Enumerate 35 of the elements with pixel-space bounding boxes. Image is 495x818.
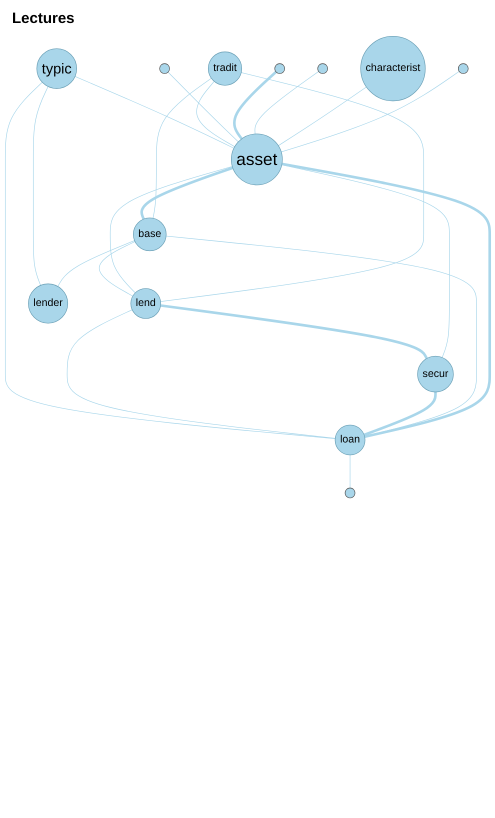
connector — [66, 309, 336, 439]
connector — [168, 72, 239, 142]
connector — [254, 71, 319, 134]
node-circle: typic — [36, 48, 77, 89]
node-circle: lend — [130, 288, 162, 319]
node-circle: secur — [417, 356, 454, 392]
node-circle: base — [133, 218, 167, 252]
node-circle: lender — [28, 284, 68, 324]
node-circle — [317, 63, 328, 74]
connector — [160, 72, 424, 302]
node-circle: loan — [334, 424, 366, 456]
node-circle — [159, 63, 170, 74]
connector — [98, 241, 136, 296]
connector — [278, 86, 367, 146]
node-circle: tradit — [208, 52, 242, 86]
connector — [233, 70, 277, 140]
chart-title: Lectures — [11, 9, 76, 29]
connector — [280, 71, 460, 152]
connector — [166, 236, 477, 437]
connector — [160, 304, 428, 360]
connector — [140, 166, 234, 220]
connector — [152, 78, 212, 219]
node-circle: characterist — [360, 36, 426, 102]
connector — [57, 240, 135, 287]
node-circle — [344, 488, 356, 498]
connector — [364, 392, 437, 436]
connector — [4, 82, 336, 439]
node-circle — [274, 63, 285, 74]
node-circle — [458, 63, 469, 74]
connector — [74, 76, 234, 149]
connector — [110, 166, 233, 294]
node-circle: asset — [231, 134, 283, 186]
connector — [32, 86, 48, 286]
connector — [282, 162, 492, 438]
connector — [196, 81, 236, 148]
